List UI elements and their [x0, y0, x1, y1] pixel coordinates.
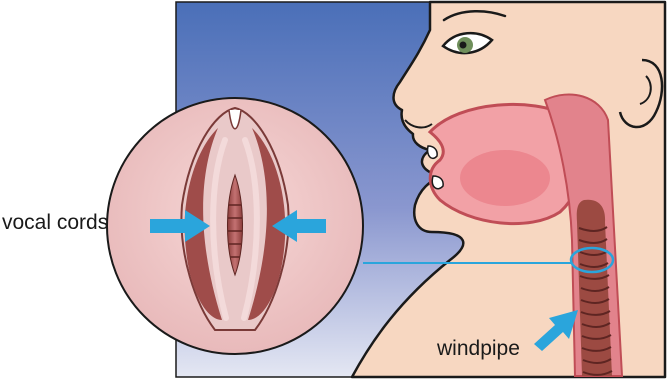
- windpipe-label: windpipe: [437, 337, 520, 361]
- pupil: [460, 42, 467, 49]
- tongue: [460, 150, 550, 206]
- vocal-cords-label: vocal cords: [2, 211, 108, 235]
